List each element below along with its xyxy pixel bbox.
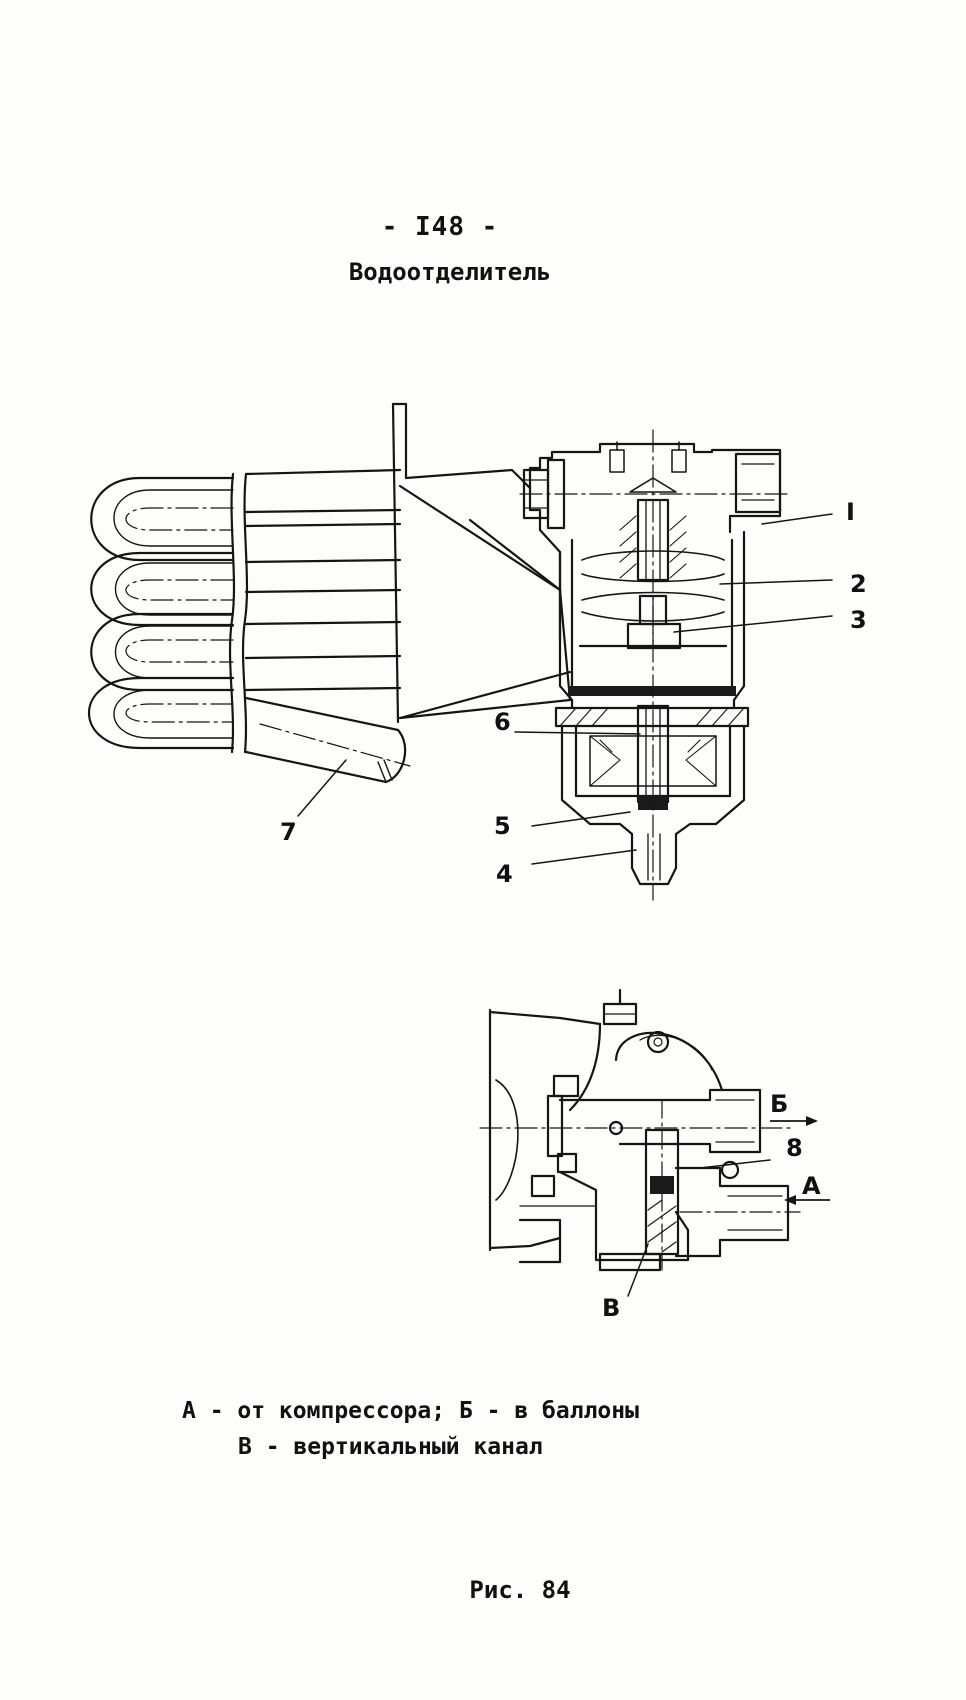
mounting-bracket: [391, 402, 572, 724]
callout-3: 3: [850, 606, 867, 634]
callout-v: В: [602, 1294, 620, 1322]
detail-view: [479, 988, 801, 1297]
callout-1: I: [846, 498, 855, 526]
callout-5: 5: [494, 812, 511, 840]
leader-lines-upper: [297, 513, 833, 865]
caption-line-2: В - вертикальный канал: [238, 1434, 543, 1460]
callout-2: 2: [850, 570, 867, 598]
coil-tube: [88, 468, 411, 784]
page-title: Водоотделитель: [348, 258, 552, 286]
callout-4: 4: [496, 860, 513, 888]
callout-a: А: [802, 1172, 821, 1200]
callout-b: Б: [770, 1090, 788, 1118]
page-number: - I48 -: [381, 212, 499, 242]
separator-body: [519, 429, 791, 901]
flow-arrows: [770, 1116, 830, 1205]
callout-8: 8: [786, 1134, 803, 1162]
callout-6: 6: [494, 708, 511, 736]
caption-line-1: А - от компрессора; Б - в баллоны: [182, 1398, 639, 1424]
callout-7: 7: [280, 818, 297, 846]
figure-label: Рис. 84: [469, 1576, 571, 1604]
